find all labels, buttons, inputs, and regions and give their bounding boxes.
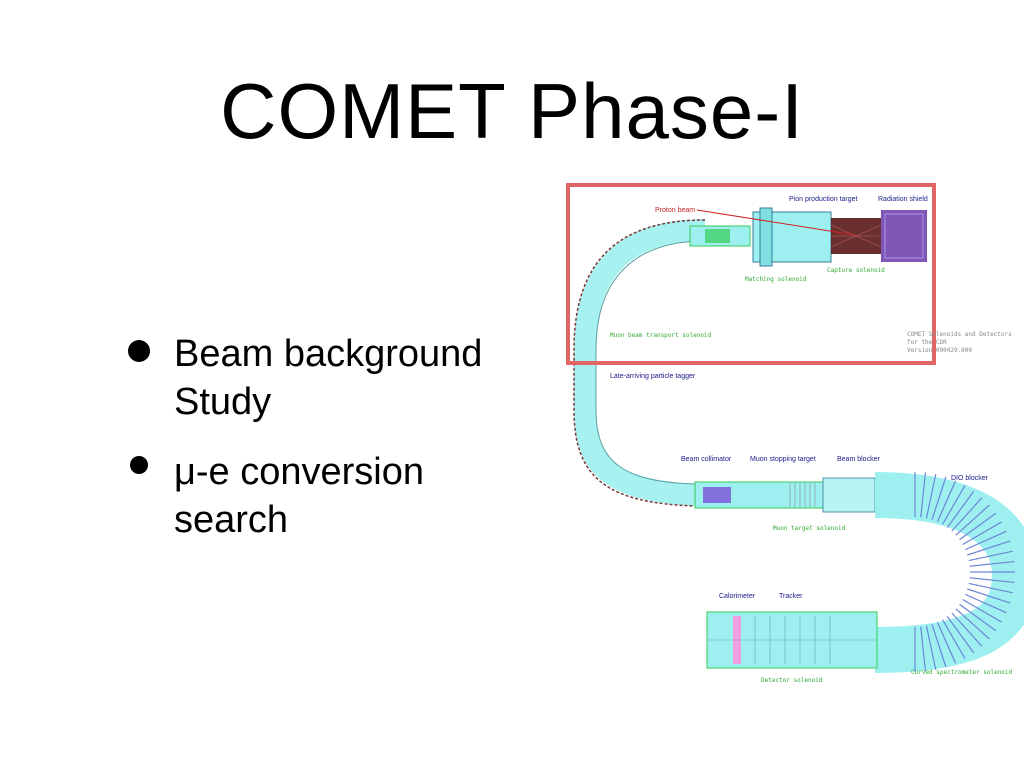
label-dio-blocker: DIO blocker [951,475,989,482]
spectrometer-rib [955,608,990,640]
spectrometer-rib [962,598,1002,623]
bullet-item: μ-e conversion search [122,448,552,544]
spectrometer-rib [968,550,1013,562]
bullet-list: Beam background Study μ-e conversion sea… [122,330,552,566]
spectrometer-rib [967,540,1011,556]
label-pion-production-target: Pion production target [789,196,858,203]
spectrometer-rib [965,530,1007,551]
spectrometer-rib [925,625,937,670]
curved-spectrometer [874,472,1024,673]
spectrometer-rib [936,480,957,522]
spectrometer-rib [965,593,1007,614]
bullet-dot-icon [128,340,150,362]
label-detector-solenoid: Detector solenoid [761,677,823,684]
spectrometer-rib [967,588,1011,604]
bullet-item: Beam background Study [122,330,552,426]
spectrometer-rib [968,582,1013,594]
bullet-dot-icon [130,456,148,474]
caption-line2: for the CDR [907,339,947,346]
label-capture-solenoid: Capture solenoid [827,267,885,274]
label-calorimeter: Calorimeter [719,593,756,600]
beamline-svg: Pion production target Radiation shield … [566,183,1024,684]
label-muon-stopping-target: Muon stopping target [750,456,816,463]
beam-blocker [822,477,876,513]
bullet-text: Beam background Study [174,333,483,423]
spectrometer-rib [969,560,1015,567]
label-late-arriving-particle-tagger: Late-arriving particle tagger [610,373,696,380]
spectrometer-rib [959,603,997,632]
label-muon-beam-transport-solenoid: Muon beam transport solenoid [610,332,712,339]
slide-title: COMET Phase-I [220,67,804,155]
spectrometer-rib [941,485,966,525]
spectrometer-rib [936,622,957,664]
spectrometer-rib [951,497,983,532]
spectrometer-rib [962,521,1002,546]
caption-line3: Version 090429.000 [907,347,972,354]
label-beam-collimator: Beam collimator [681,456,732,463]
proton-beam-line [696,209,856,236]
label-beam-blocker: Beam blocker [837,456,880,463]
spectrometer-rib [946,490,975,528]
spectrometer-rib [931,624,947,668]
label-proton-beam: Proton beam [655,207,695,214]
label-matching-solenoid: Matching solenoid [745,276,807,283]
spectrometer-rib [931,476,947,520]
spectrometer-rib [920,472,927,518]
spectrometer-rib [920,626,927,672]
highlight-box [566,183,936,365]
caption-line1: COMET Solenoids and Detectors [907,331,1012,338]
spectrometer-rib [959,512,997,541]
spectrometer-rib [946,616,975,654]
spectrometer-rib [925,474,937,519]
label-curved-spectrometer-solenoid: Curved spectrometer solenoid [911,669,1013,676]
bullet-text: μ-e conversion search [174,451,425,541]
spectrometer-rib [955,504,990,536]
spectrometer-rib [941,619,966,659]
spectrometer-ribs [914,472,1015,672]
beam-collimator [703,487,731,503]
comet-beamline-diagram: Pion production target Radiation shield … [555,180,1024,700]
radiation-shield [881,210,927,262]
label-muon-target-solenoid: Muon target solenoid [773,525,846,532]
label-radiation-shield: Radiation shield [878,196,928,203]
transport-tube [574,219,735,506]
label-tracker: Tracker [779,593,803,600]
spectrometer-rib [951,612,983,647]
spectrometer-rib [969,577,1015,584]
